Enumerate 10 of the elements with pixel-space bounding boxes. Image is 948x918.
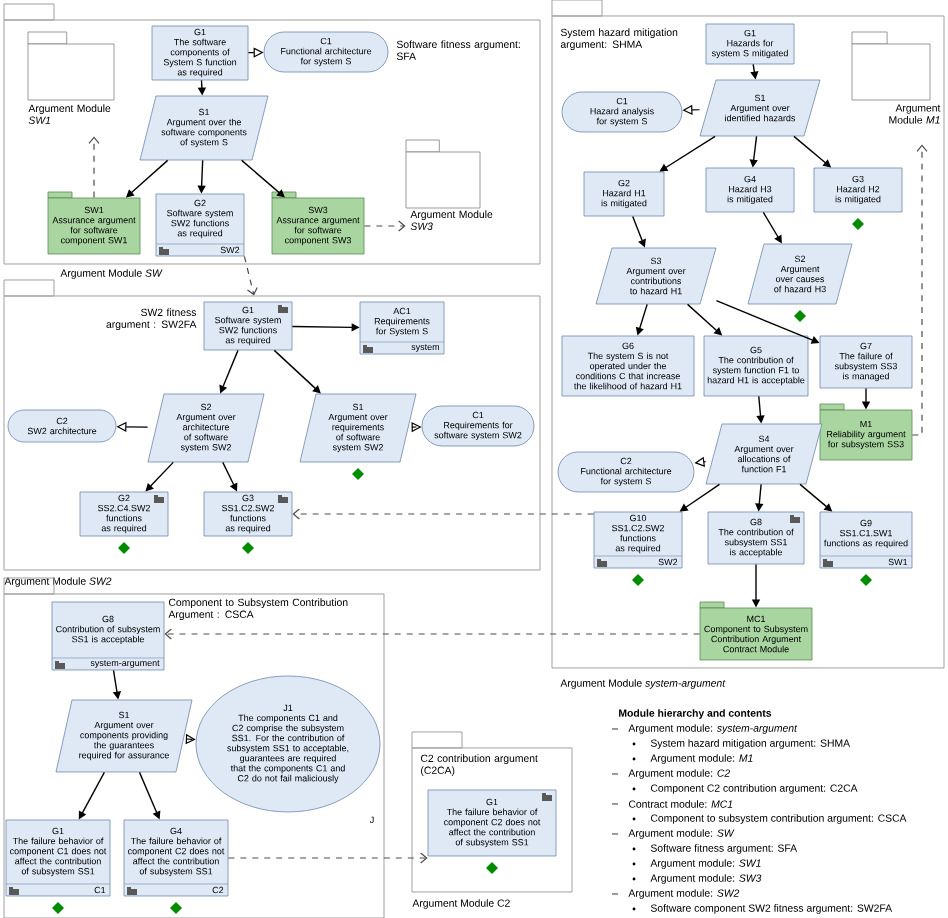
arrow (164, 628, 701, 640)
arrow (243, 255, 258, 296)
arrow (273, 349, 321, 394)
arrow (145, 461, 174, 492)
arrow (227, 852, 428, 864)
arrow (292, 508, 595, 520)
arrow (911, 144, 928, 436)
arrow (241, 159, 285, 198)
arrow (363, 220, 406, 232)
arrow (88, 136, 100, 199)
